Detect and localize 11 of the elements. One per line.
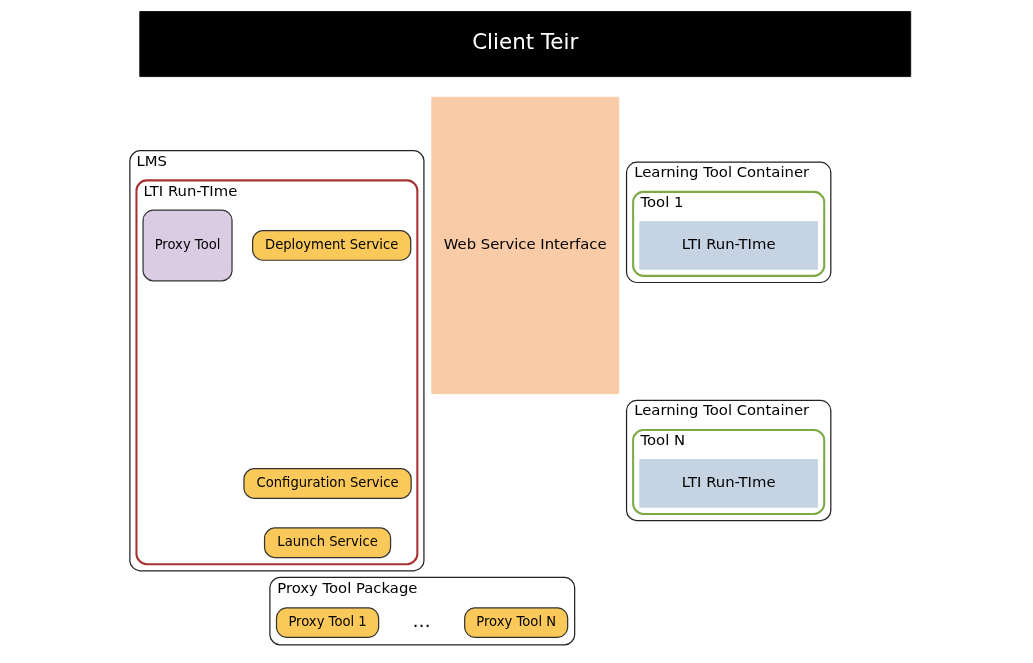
node-box: LTI Run-TIme bbox=[638, 459, 818, 508]
node-box: Proxy Tool N bbox=[463, 607, 568, 639]
node-box: Configuration Service bbox=[242, 468, 412, 499]
node-box: Deployment Service bbox=[251, 230, 411, 261]
node-box: Launch Service bbox=[263, 527, 391, 559]
node-box: Client Teir bbox=[138, 11, 911, 77]
label: … bbox=[411, 610, 431, 632]
node-box: Web Service Interface bbox=[430, 96, 619, 395]
node-box: Proxy Tool bbox=[141, 209, 233, 282]
node-box: Proxy Tool 1 bbox=[275, 607, 379, 639]
node-box: LTI Run-TIme bbox=[638, 221, 818, 270]
